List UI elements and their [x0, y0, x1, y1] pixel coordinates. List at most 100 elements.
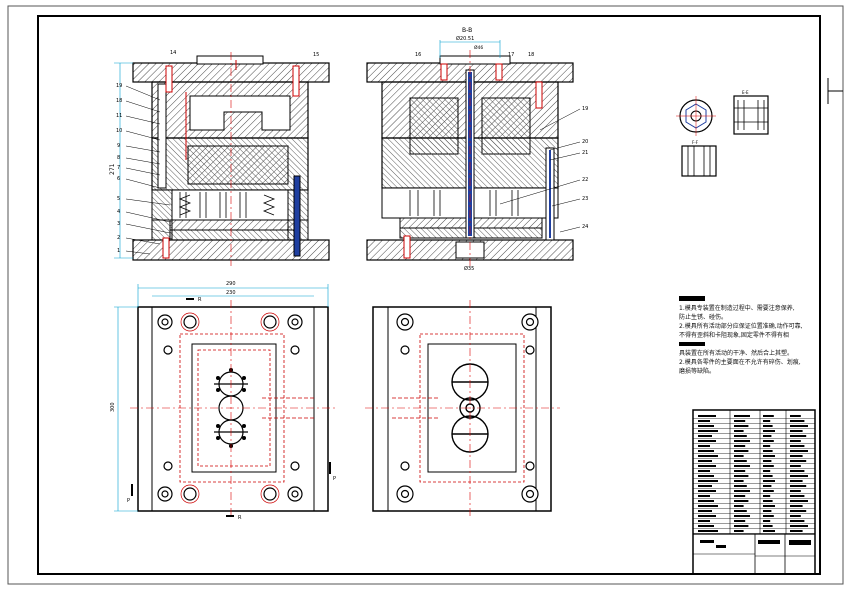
right-leaders [499, 108, 581, 233]
title-block-cell-text [698, 425, 714, 427]
title-block-cell-text [734, 465, 750, 467]
svg-text:1: 1 [117, 248, 120, 254]
svg-text:19: 19 [116, 83, 122, 89]
svg-text:19: 19 [582, 106, 588, 112]
bottom-dimension: Ø35 [464, 265, 474, 272]
svg-text:22: 22 [582, 177, 588, 183]
top-right-part-numbers: 16 17 18 [415, 52, 534, 58]
notes-part2: 具装置在所有活动的干净、然后合上其塑。 2.模具各零件的主要面在不允许有碎伤、划… [679, 349, 801, 376]
svg-text:17: 17 [508, 52, 514, 58]
title-block-cell-text [698, 510, 712, 512]
svg-text:10: 10 [116, 128, 122, 134]
side-section-view [366, 40, 574, 266]
title-block-cell-text [790, 430, 803, 432]
svg-text:3: 3 [117, 221, 120, 227]
title-block-cell-text [763, 460, 772, 462]
svg-text:16: 16 [415, 52, 421, 58]
title-block-cell-text [734, 530, 744, 532]
title-block-cell-text [763, 430, 775, 432]
title-block-cell-text [763, 520, 771, 522]
sprue-dimension: Ø46 [474, 44, 483, 51]
title-block-cell-text [790, 435, 807, 437]
svg-text:14: 14 [170, 50, 176, 56]
title-block-cell-text [790, 450, 808, 452]
svg-text:5: 5 [117, 196, 120, 202]
svg-text:18: 18 [528, 52, 534, 58]
title-block-fills [700, 540, 811, 548]
title-block-cell-text [763, 505, 775, 507]
section-label: B-B [462, 27, 472, 34]
note-line: 防止生锈、碰伤。 [679, 314, 728, 321]
title-block-cell-text [790, 525, 808, 527]
note-line: 1.模具专装置在制造过程中、需要注意保养, [679, 305, 795, 312]
title-block-cell-text [790, 520, 805, 522]
title-block-cell-text [698, 490, 716, 492]
title-block-cell-text [734, 450, 749, 452]
frame-tick [827, 78, 843, 104]
title-block-cell-text [790, 465, 801, 467]
section-mark-r-bottom: R [238, 515, 242, 521]
title-block-cell-text [790, 440, 801, 442]
right-part-numbers: 19 20 21 22 23 24 [582, 106, 588, 230]
title-block-cell-text [734, 430, 744, 432]
title-block-cell-text [763, 530, 775, 532]
title-block-cell-text [763, 485, 772, 487]
title-block-cell-text [734, 460, 747, 462]
title-block-cell-text [790, 415, 801, 417]
note-line: 2.模具各零件的主要面在不允许有碎伤、划痕, [679, 359, 801, 366]
title-block-cell-text [734, 515, 750, 517]
title-block-cell-text [698, 430, 718, 432]
fixed-half-plan-view [365, 300, 560, 518]
title-block-cell-text [698, 505, 718, 507]
outer-width-dimension: 290 [226, 281, 236, 287]
title-block-cell-text [763, 470, 771, 472]
svg-text:8: 8 [117, 155, 120, 161]
note-line: 2.模具所有活动部分应保证位置准确,动作可靠, [679, 323, 803, 330]
title-block-cell-text [790, 480, 803, 482]
title-block-cell-text [790, 470, 805, 472]
title-block-cell-text [698, 460, 712, 462]
title-block-cell-text [698, 435, 712, 437]
title-block-cell-text [698, 465, 716, 467]
title-block-cell-text [763, 495, 771, 497]
svg-text:11: 11 [116, 113, 122, 119]
title-block [692, 409, 816, 575]
title-block-cell-text [698, 475, 714, 477]
title-block-cell-text [734, 475, 749, 477]
side-dimension: 300 [110, 402, 116, 412]
title-block-cell-text [790, 460, 807, 462]
title-block-cell-text [790, 505, 803, 507]
note-line: 不得有歪斜和卡阻现象,固定零件不得有相 [679, 332, 789, 339]
title-block-cell-text [763, 440, 774, 442]
title-block-cell-text [734, 490, 750, 492]
title-block-cell-text [790, 500, 808, 502]
svg-text:7: 7 [117, 165, 120, 171]
title-block-cell-text [790, 515, 801, 517]
notes-heading-bar [679, 296, 705, 301]
title-block-cell-text [763, 455, 775, 457]
title-block-cell-text [698, 530, 718, 532]
title-block-cell-text [763, 475, 773, 477]
note-line: 具装置在所有活动的干净、然后合上其塑。 [679, 350, 794, 357]
title-block-cell-text [790, 475, 808, 477]
title-block-cell-text [734, 510, 747, 512]
title-block-cell-text [790, 445, 805, 447]
svg-text:15: 15 [313, 52, 319, 58]
svg-text:21: 21 [582, 150, 588, 156]
title-block-cell-text [790, 425, 808, 427]
title-block-cell-text [763, 420, 771, 422]
notes-part1: 1.模具专装置在制造过程中、需要注意保养, 防止生锈、碰伤。 2.模具所有活动部… [679, 304, 803, 340]
title-block-cell-text [698, 495, 710, 497]
section-mark-p-right: P [333, 476, 336, 482]
svg-text:24: 24 [582, 224, 588, 230]
top-dimension: Ø20.51 [456, 35, 474, 42]
title-block-cell-text [790, 420, 805, 422]
title-block-cell-text [698, 515, 716, 517]
title-block-cell-text [790, 495, 805, 497]
title-block-cell-text [734, 470, 746, 472]
svg-text:23: 23 [582, 196, 588, 202]
title-block-cell-text [790, 455, 803, 457]
title-block-cell-text [698, 480, 718, 482]
left-part-numbers: 19 18 11 10 9 8 7 6 5 4 3 2 1 [116, 83, 122, 254]
title-block-cell-text [763, 445, 771, 447]
